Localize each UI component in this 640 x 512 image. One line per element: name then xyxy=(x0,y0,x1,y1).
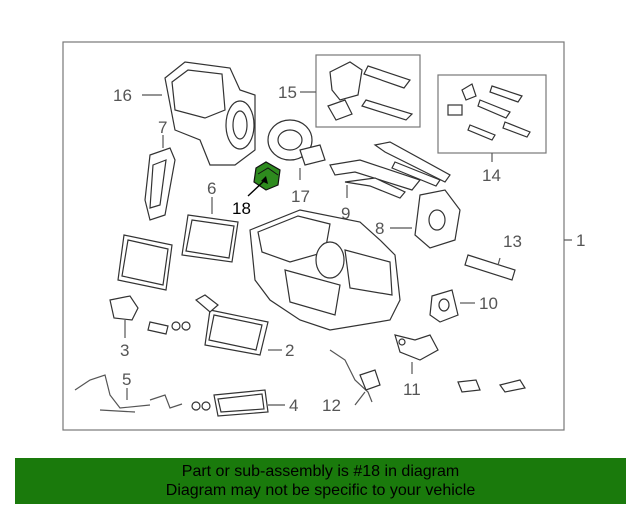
callout-6: 6 xyxy=(207,179,216,198)
callout-7: 7 xyxy=(158,118,167,137)
part-3-bracket xyxy=(109,295,139,321)
part-4-heater-core xyxy=(191,389,269,417)
callout-1: 1 xyxy=(576,231,585,250)
leader-13 xyxy=(497,257,501,266)
callout-5: 5 xyxy=(122,370,131,389)
part-7-door xyxy=(144,147,176,221)
caption-line-2: Diagram may not be specific to your vehi… xyxy=(165,482,476,499)
part-14-linkages xyxy=(447,83,531,141)
callout-10: 10 xyxy=(479,294,498,313)
part-12-hose xyxy=(329,349,381,403)
caption-line-1: Part or sub-assembly is #18 in diagram xyxy=(181,463,460,480)
callout-3: 3 xyxy=(120,341,129,360)
callout-12: 12 xyxy=(322,396,341,415)
part-hvac-case xyxy=(249,209,401,331)
part-2-evaporator xyxy=(194,294,269,356)
callout-2: 2 xyxy=(285,341,294,360)
callout-9: 9 xyxy=(341,204,350,223)
part-17-blower-motor xyxy=(267,119,326,166)
part-door-shaft xyxy=(373,141,451,187)
part-15-seals xyxy=(327,61,414,121)
part-5-pipes xyxy=(74,374,183,413)
callout-11: 11 xyxy=(403,380,421,399)
caption-banner: Part or sub-assembly is #18 in diagram D… xyxy=(15,458,626,504)
callout-15: 15 xyxy=(278,83,297,102)
callout-14: 14 xyxy=(482,166,501,185)
callout-4: 4 xyxy=(289,396,298,415)
arrow-18 xyxy=(261,176,268,184)
callout-18: 18 xyxy=(232,199,251,218)
part-10-actuator xyxy=(429,289,459,323)
part-16-blower-case xyxy=(164,61,256,166)
group-box-15 xyxy=(315,54,421,128)
part-13-seal-strip xyxy=(464,254,516,281)
part-11-drain xyxy=(394,334,439,361)
part-18-blower-resistor xyxy=(253,161,281,191)
part-small-brackets xyxy=(457,379,526,393)
callout-17: 17 xyxy=(291,187,310,206)
part-filter-left xyxy=(117,234,173,291)
leader-18 xyxy=(247,179,266,197)
part-clips xyxy=(147,321,191,335)
callout-16: 16 xyxy=(113,86,132,105)
part-6-filter xyxy=(181,214,239,263)
part-8-actuator xyxy=(414,189,461,249)
callout-8: 8 xyxy=(375,219,384,238)
part-9-door-link xyxy=(329,159,422,199)
callout-13: 13 xyxy=(503,232,522,251)
leader-12 xyxy=(354,391,366,406)
